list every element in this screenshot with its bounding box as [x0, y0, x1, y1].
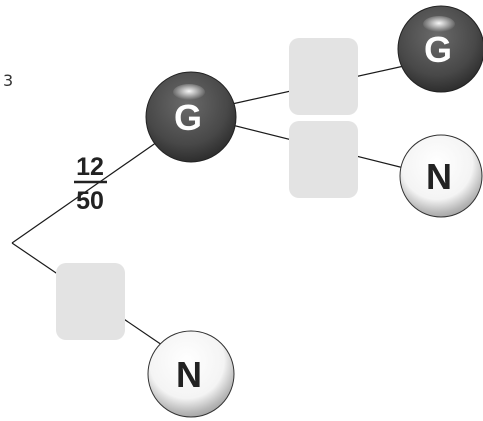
fraction-numerator: 12: [76, 153, 104, 181]
fraction-denominator: 50: [76, 187, 104, 215]
branch-root-to-first-green: [11, 139, 161, 244]
ball-label-second-green: G: [424, 29, 452, 70]
blank-box-first-not-green[interactable]: [56, 263, 125, 340]
ball-label-first-green: G: [174, 97, 202, 138]
ball-first-green: G: [145, 71, 237, 163]
fraction-first-branch: 12 50: [74, 153, 107, 215]
blank-box-second-not-green[interactable]: [289, 121, 358, 198]
blank-box-second-green[interactable]: [289, 38, 358, 115]
ball-first-not-green: N: [147, 330, 235, 418]
ball-label-second-not-green: N: [426, 156, 452, 197]
ball-shine: [173, 84, 205, 100]
top-left-mark: 3: [3, 71, 13, 90]
ball-shine: [423, 16, 455, 32]
blank-answer-boxes: [56, 38, 358, 340]
ball-second-not-green: N: [399, 134, 483, 218]
ball-second-green: G: [397, 5, 483, 93]
ball-label-first-not-green: N: [176, 354, 202, 395]
